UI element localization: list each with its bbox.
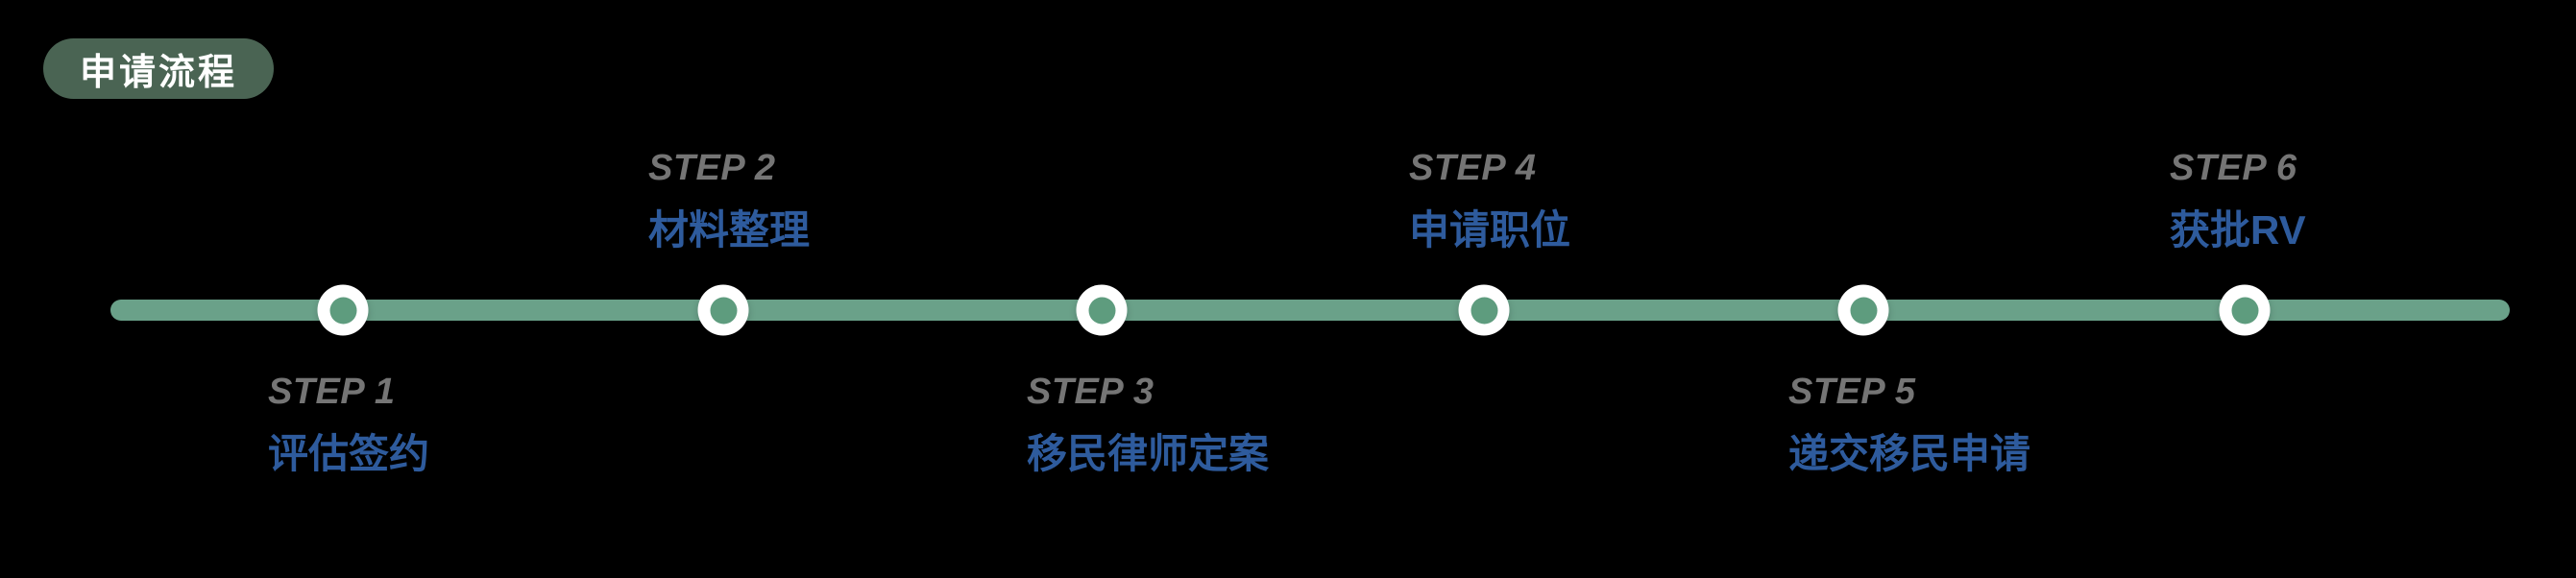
step-6-node bbox=[2219, 284, 2271, 336]
step-1-node-dot bbox=[329, 297, 356, 324]
step-3-node bbox=[1076, 284, 1128, 336]
step-6-node-dot bbox=[2231, 297, 2258, 324]
step-6-name: STEP 6 bbox=[2170, 148, 2297, 188]
step-5-name: STEP 5 bbox=[1788, 372, 1916, 412]
step-6-labels: STEP 6 获批RV bbox=[2170, 149, 2306, 253]
step-4-labels: STEP 4 申请职位 bbox=[1409, 149, 1570, 253]
step-4-node bbox=[1458, 284, 1510, 336]
step-3-node-dot bbox=[1088, 297, 1115, 324]
step-5-node-dot bbox=[1850, 297, 1877, 324]
step-2-labels: STEP 2 材料整理 bbox=[648, 149, 810, 253]
step-2-node-dot bbox=[710, 297, 737, 324]
step-2-caption: 材料整理 bbox=[648, 207, 811, 253]
step-5-labels: STEP 5 递交移民申请 bbox=[1788, 373, 2030, 476]
step-1-node bbox=[317, 284, 369, 336]
step-1-name: STEP 1 bbox=[268, 372, 396, 412]
step-3-caption: 移民律师定案 bbox=[1027, 431, 1270, 476]
step-2-name: STEP 2 bbox=[648, 148, 776, 188]
step-5-caption: 递交移民申请 bbox=[1788, 431, 2031, 476]
timeline-line bbox=[110, 300, 2510, 321]
step-4-name: STEP 4 bbox=[1409, 148, 1537, 188]
step-3-name: STEP 3 bbox=[1027, 372, 1154, 412]
title-badge: 申请流程 bbox=[43, 38, 274, 99]
step-2-node bbox=[697, 284, 749, 336]
step-1-caption: 评估签约 bbox=[268, 431, 430, 476]
step-5-node bbox=[1837, 284, 1889, 336]
step-3-labels: STEP 3 移民律师定案 bbox=[1027, 373, 1269, 476]
step-4-caption: 申请职位 bbox=[1409, 207, 1571, 253]
title-badge-label: 申请流程 bbox=[79, 53, 237, 93]
step-6-caption: 获批RV bbox=[2170, 207, 2306, 253]
step-1-labels: STEP 1 评估签约 bbox=[268, 373, 429, 476]
step-4-node-dot bbox=[1470, 297, 1497, 324]
